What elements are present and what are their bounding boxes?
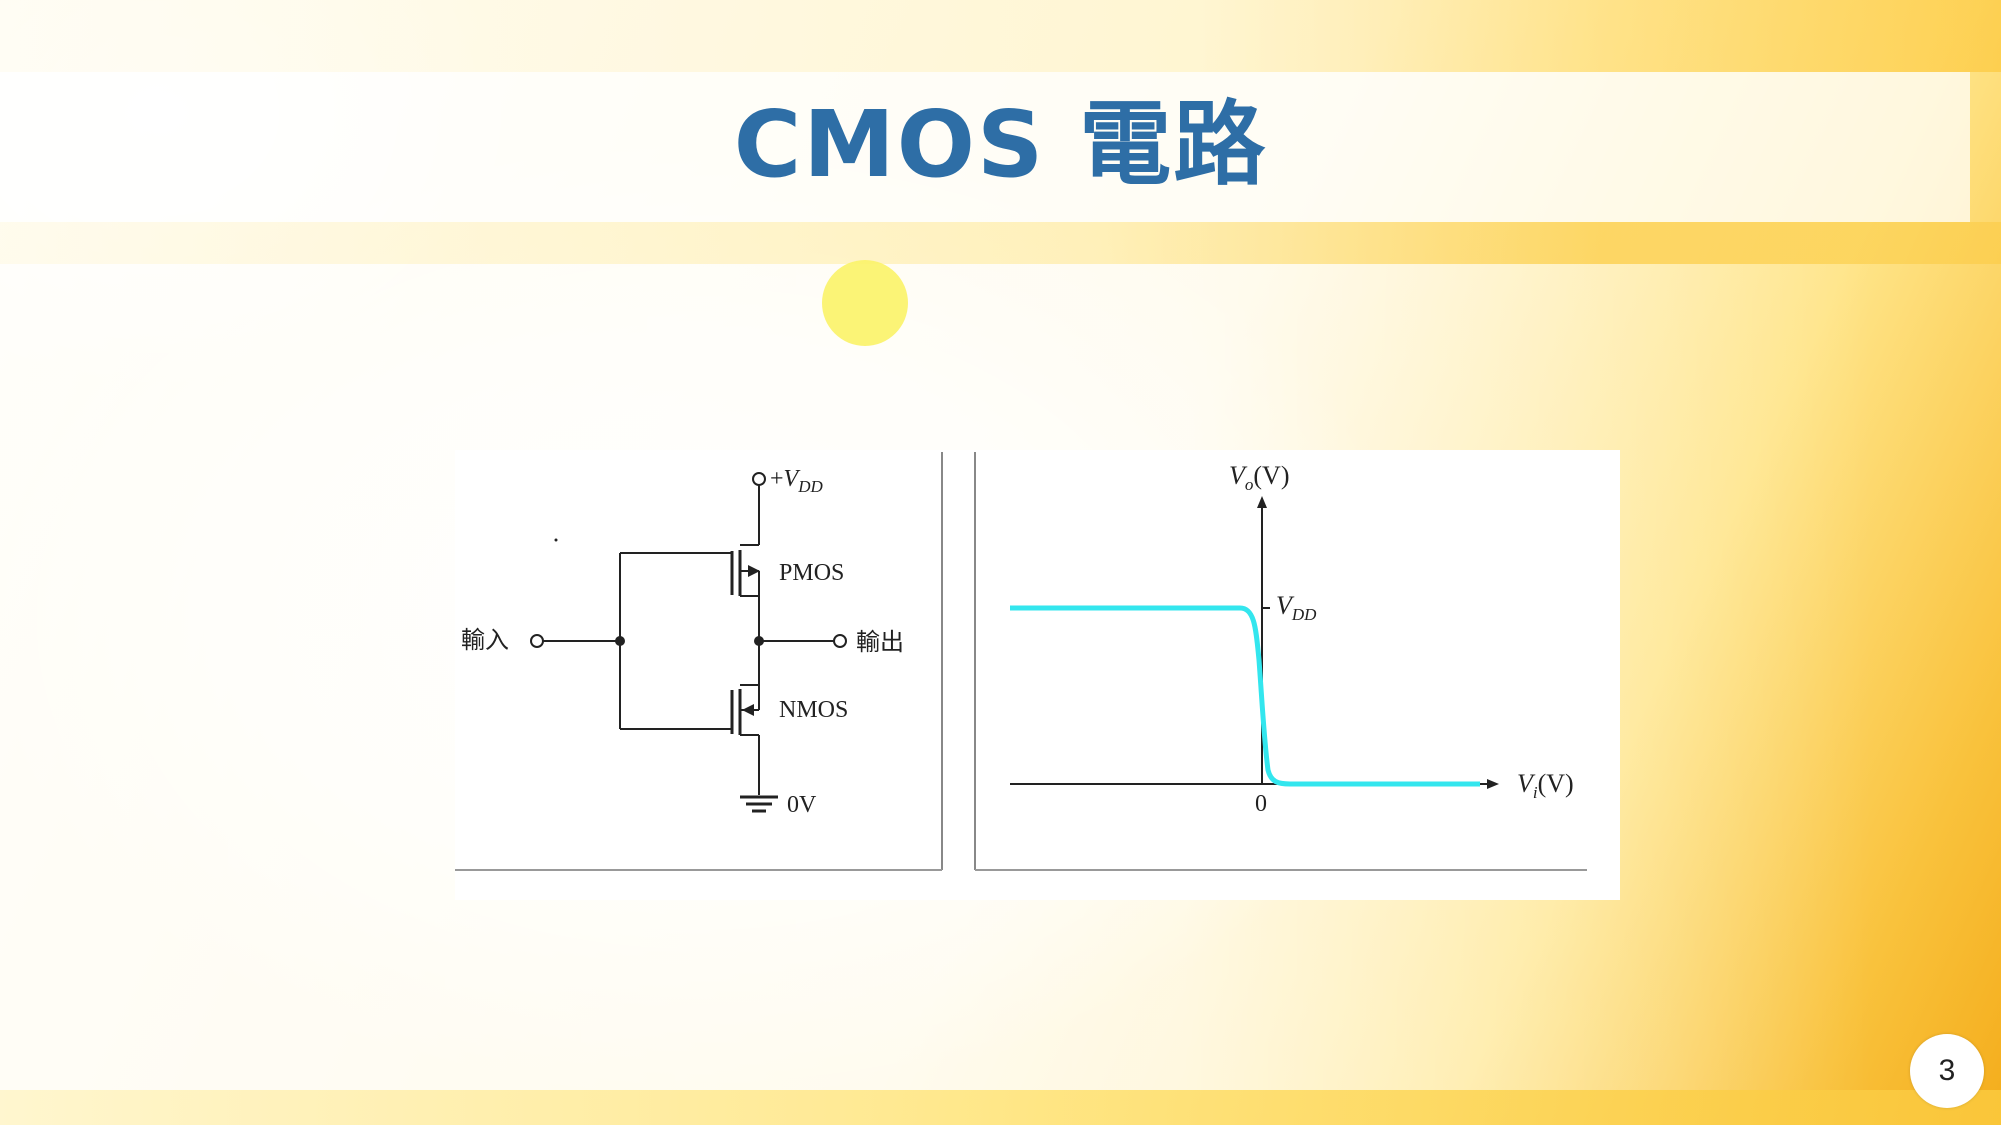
cmos-inverter-schematic [530, 472, 847, 813]
nmos-label: NMOS [779, 697, 848, 723]
cmos-figure [455, 450, 1620, 900]
pmos-label: PMOS [779, 560, 844, 586]
vdd-terminal-icon [752, 472, 766, 486]
vdd-label: +VDD [770, 466, 823, 496]
x-axis-label: Vi(V) [1517, 769, 1574, 802]
ground-label: 0V [787, 792, 817, 818]
x-axis-arrow-icon [1487, 779, 1499, 789]
output-terminal-icon [833, 634, 847, 648]
nmos-transistor-icon [620, 684, 760, 736]
slide-title: CMOS 電路 [733, 91, 1268, 198]
output-label: 輸出 [856, 629, 904, 656]
vdd-tick-label: VDD [1276, 591, 1317, 624]
origin-label: 0 [1255, 791, 1267, 817]
background-top-strip [0, 0, 2001, 72]
laser-pointer-highlight [822, 260, 908, 346]
y-axis-label: Vo(V) [1229, 461, 1289, 494]
slide-page-number: 3 [1910, 1034, 1984, 1108]
title-band [0, 72, 1970, 222]
output-node-dot [754, 636, 764, 646]
background-bottom-strip [0, 1090, 2001, 1125]
transfer-plot [1010, 496, 1499, 789]
input-terminal-icon [530, 634, 544, 648]
stray-dot [554, 538, 558, 542]
pmos-transistor-icon [620, 544, 760, 597]
input-label: 輸入 [461, 627, 509, 654]
transfer-curve [1010, 605, 1480, 787]
y-axis-arrow-icon [1257, 496, 1267, 508]
ground-icon [740, 795, 778, 813]
background-mid-band [0, 222, 2001, 264]
input-node-dot [615, 636, 625, 646]
